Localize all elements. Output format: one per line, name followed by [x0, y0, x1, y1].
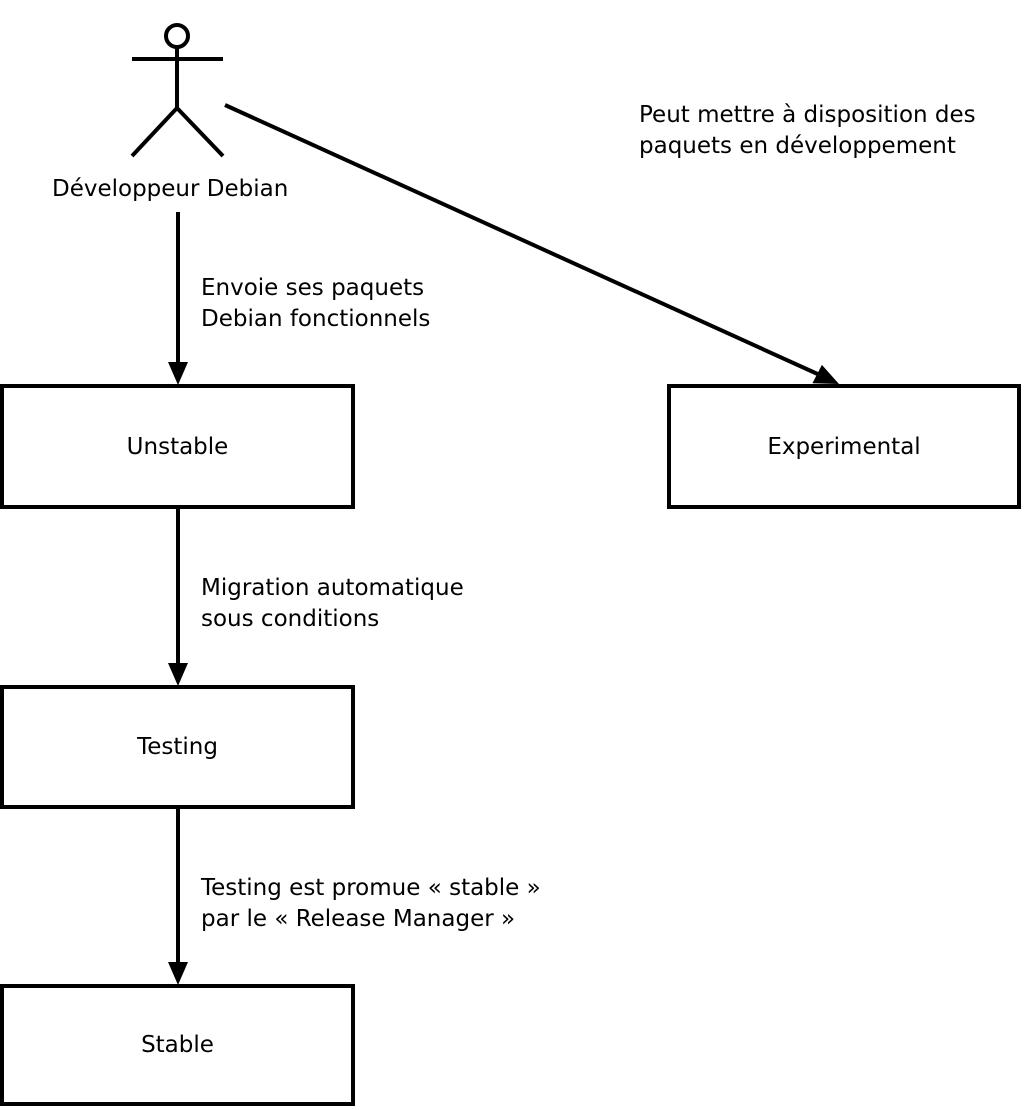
edge-label-line: Peut mettre à disposition des	[639, 102, 976, 128]
unstable-box: Unstable	[0, 384, 355, 509]
stable-box: Stable	[0, 984, 355, 1106]
testing-box-label: Testing	[137, 734, 218, 760]
arrow-testing-to-stable	[168, 808, 188, 985]
edge-label-to-experimental: Peut mettre à disposition des paquets en…	[639, 100, 976, 162]
experimental-box: Experimental	[667, 384, 1021, 509]
actor-right-leg	[175, 106, 225, 158]
testing-box: Testing	[0, 685, 355, 809]
edge-label-to-testing: Migration automatique sous conditions	[201, 573, 464, 635]
edge-label-line: Testing est promue « stable »	[201, 875, 541, 901]
edge-label-line: paquets en développement	[639, 133, 956, 159]
stick-figure-icon	[130, 23, 225, 158]
arrowhead-unstable	[168, 362, 188, 385]
arrow-actor-to-unstable	[168, 212, 188, 385]
unstable-box-label: Unstable	[126, 433, 229, 460]
arrow-unstable-to-testing	[168, 509, 188, 686]
stable-box-label: Stable	[141, 1032, 214, 1058]
arrowhead-stable	[168, 962, 188, 985]
actor-left-leg	[130, 106, 179, 158]
arrow-actor-to-experimental	[224, 103, 839, 384]
edge-label-line: sous conditions	[201, 606, 380, 632]
arrowhead-experimental	[812, 364, 839, 384]
actor-label: Développeur Debian	[52, 176, 289, 202]
edge-label-line: Envoie ses paquets	[201, 275, 425, 301]
experimental-box-label: Experimental	[767, 433, 921, 460]
edge-label-to-stable: Testing est promue « stable » par le « R…	[201, 873, 541, 935]
edge-label-line: Migration automatique	[201, 575, 464, 601]
edge-label-line: Debian fonctionnels	[201, 306, 431, 332]
actor-head	[164, 23, 190, 49]
arrowhead-testing	[168, 663, 188, 686]
edge-label-line: par le « Release Manager »	[201, 906, 516, 932]
edge-label-to-unstable: Envoie ses paquets Debian fonctionnels	[201, 273, 430, 335]
